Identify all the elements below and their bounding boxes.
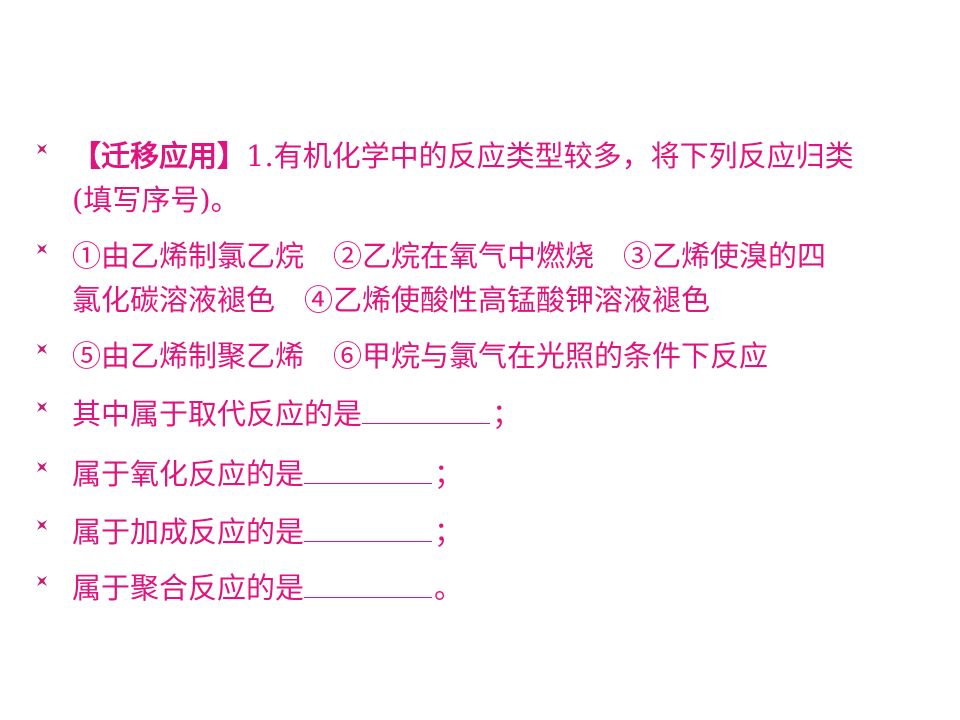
question-line: 属于聚合反应的是 。 <box>72 566 936 610</box>
x-star-bullet-icon <box>36 575 48 587</box>
answer-blank[interactable] <box>304 513 433 542</box>
question-prompt: 属于聚合反应的是 <box>72 571 305 605</box>
question-intro: 1.有机化学中的反应类型较多，将下列反应归类 <box>246 139 854 173</box>
item-1-line-2: (填写序号)。 <box>72 178 936 222</box>
question-line: 其中属于取代反应的是 ； <box>72 392 936 436</box>
question-prompt: 其中属于取代反应的是 <box>72 397 363 431</box>
question-end: ； <box>434 515 464 549</box>
item-1-line-1: 【迁移应用】1.有机化学中的反应类型较多，将下列反应归类 <box>72 134 936 178</box>
question-end: ； <box>434 457 464 491</box>
question-prompt: 属于氧化反应的是 <box>72 457 305 491</box>
question-prompt: 属于加成反应的是 <box>72 515 305 549</box>
question-end: ； <box>492 397 522 431</box>
question-end: 。 <box>434 571 464 605</box>
reactions-line-1: ①由乙烯制氯乙烷 ②乙烷在氧气中燃烧 ③乙烯使溴的四 <box>72 239 827 273</box>
answer-blank[interactable] <box>304 455 433 484</box>
reactions-line-2: 氯化碳溶液褪色 ④乙烯使酸性高锰酸钾溶液褪色 <box>72 283 711 317</box>
reactions-line-3: ⑤由乙烯制聚乙烯 ⑥甲烷与氯气在光照的条件下反应 <box>72 339 769 373</box>
x-star-bullet-icon <box>36 243 48 255</box>
x-star-bullet-icon <box>36 519 48 531</box>
answer-blank[interactable] <box>362 395 491 424</box>
x-star-bullet-icon <box>36 343 48 355</box>
x-star-bullet-icon <box>36 461 48 473</box>
x-star-bullet-icon <box>36 143 48 155</box>
question-line: 属于氧化反应的是 ； <box>72 452 936 496</box>
x-star-bullet-icon <box>36 401 48 413</box>
question-line: 属于加成反应的是 ； <box>72 510 936 554</box>
question-intro-cont: (填写序号)。 <box>72 183 240 217</box>
answer-blank[interactable] <box>304 569 433 598</box>
section-label: 【迁移应用】 <box>72 139 247 173</box>
